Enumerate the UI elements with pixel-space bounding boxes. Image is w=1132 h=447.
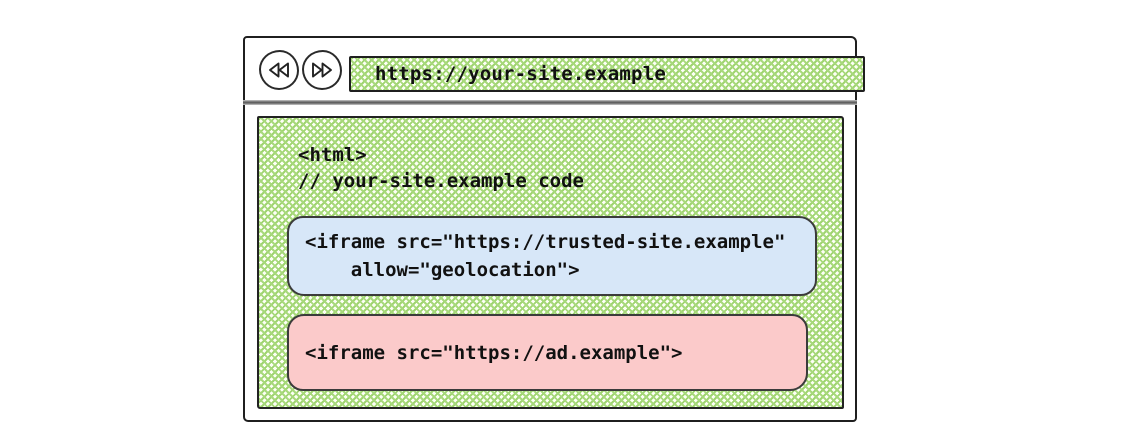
browser-toolbar: https://your-site.example (245, 38, 865, 102)
url-bar[interactable]: https://your-site.example (349, 56, 865, 92)
code-line-iframe-src: <iframe src="https://trusted-site.exampl… (305, 231, 786, 253)
toolbar-divider (243, 100, 857, 105)
page-source-code: <html> // your-site.example code (298, 142, 584, 194)
page-content-panel: <html> // your-site.example code <iframe… (257, 116, 844, 409)
forward-button[interactable] (302, 50, 342, 90)
ad-iframe-code: <iframe src="https://ad.example"> (305, 339, 806, 367)
trusted-iframe-box: <iframe src="https://trusted-site.exampl… (287, 216, 817, 296)
browser-window: https://your-site.example <html> // your… (243, 36, 865, 422)
code-line-ad-iframe-src: <iframe src="https://ad.example"> (305, 341, 683, 364)
trusted-iframe-code: <iframe src="https://trusted-site.exampl… (305, 228, 815, 284)
url-text: https://your-site.example (375, 63, 666, 85)
forward-double-arrow-icon (312, 62, 332, 78)
back-double-arrow-icon (269, 62, 289, 78)
code-line-iframe-allow: allow="geolocation"> (305, 259, 580, 281)
code-line-comment: // your-site.example code (298, 170, 584, 192)
code-line-html-open: <html> (298, 144, 367, 166)
ad-iframe-box: <iframe src="https://ad.example"> (287, 314, 808, 391)
back-button[interactable] (259, 50, 299, 90)
